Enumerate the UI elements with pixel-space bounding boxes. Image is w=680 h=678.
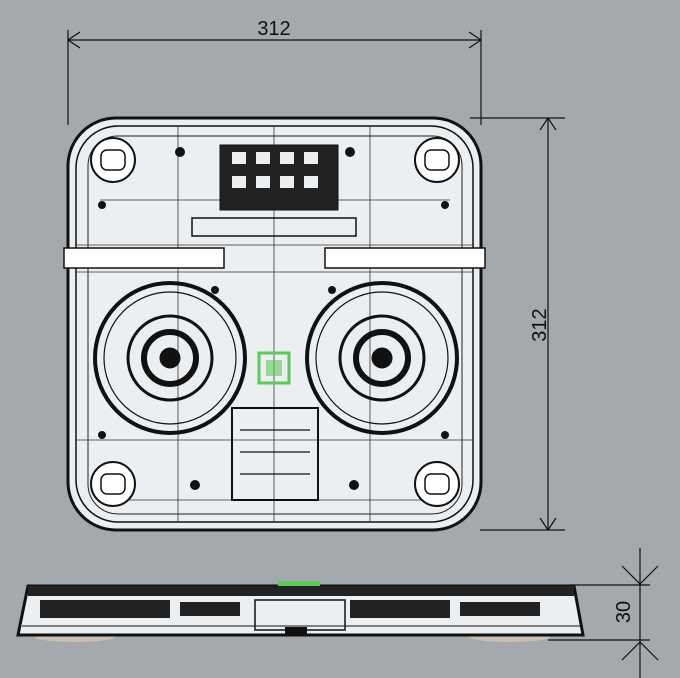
feet — [90, 137, 460, 507]
highlighted-component — [257, 351, 291, 385]
width-dimension-label: 312 — [257, 18, 290, 40]
height-dimension — [548, 548, 659, 678]
side-view — [16, 581, 585, 642]
width-dimension — [66, 30, 483, 125]
depth-dimension — [470, 116, 565, 532]
depth-dimension-label: 312 — [529, 308, 551, 341]
right-sensor — [305, 281, 459, 435]
left-sensor — [93, 281, 247, 435]
top-view — [63, 116, 486, 532]
height-dimension-label: 30 — [613, 601, 635, 623]
